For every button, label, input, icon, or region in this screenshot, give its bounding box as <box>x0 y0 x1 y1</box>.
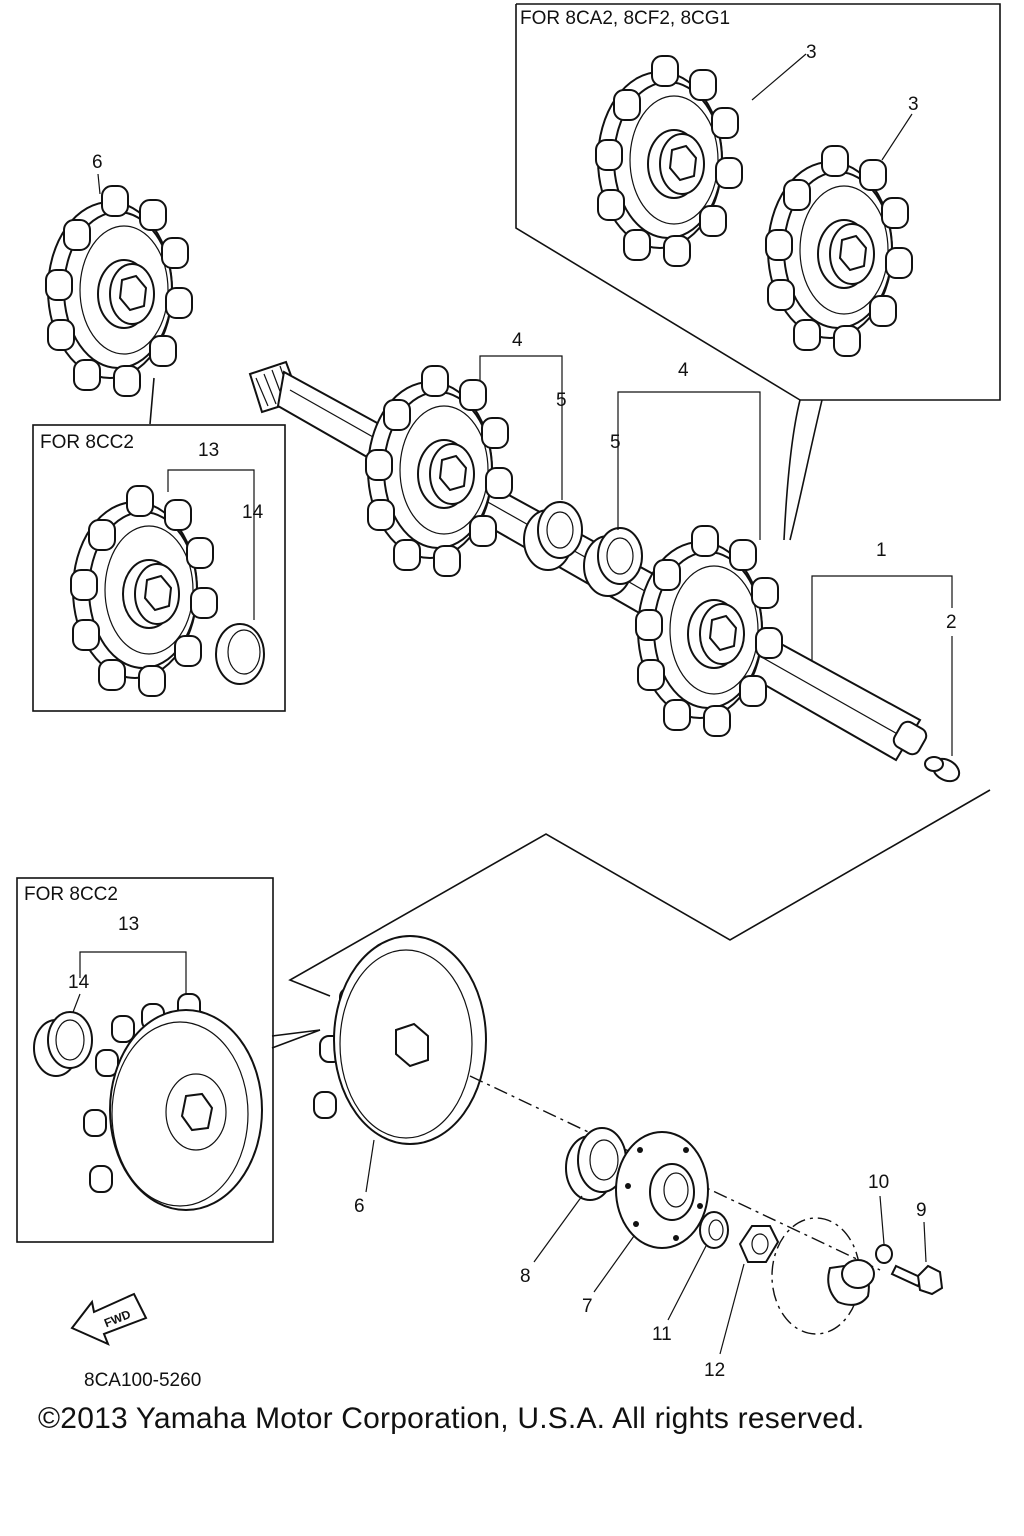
callout-6b: 6 <box>354 1196 365 1217</box>
variant-box-left-bottom: FOR 8CC2 13 14 <box>16 877 321 1243</box>
solid-wheel-13 <box>83 993 263 1211</box>
assembly-guide-outline <box>288 789 991 997</box>
callout-9: 9 <box>916 1200 927 1221</box>
part-11-washer: 11 <box>652 1211 729 1345</box>
callout-14b: 14 <box>68 972 90 993</box>
callout-13b: 13 <box>118 914 139 935</box>
callout-8: 8 <box>520 1266 531 1287</box>
part-2-bolt <box>924 756 961 783</box>
part-8-bearing: 8 <box>520 1127 627 1287</box>
callout-5a: 5 <box>556 390 567 411</box>
part-12-nut: 12 <box>704 1225 780 1381</box>
solid-wheel-6: 6 <box>313 935 881 1271</box>
callout-10: 10 <box>868 1172 889 1193</box>
copyright-notice: ©2013 Yamaha Motor Corporation, U.S.A. A… <box>38 1402 865 1435</box>
sprocket-3b <box>765 145 913 357</box>
callout-7: 7 <box>582 1296 593 1317</box>
part-7-flange: 7 <box>582 1131 709 1317</box>
variant-box-top-right: FOR 8CA2, 8CF2, 8CG1 3 3 <box>515 3 1001 541</box>
box-title-top-right: FOR 8CA2, 8CF2, 8CG1 <box>520 8 730 29</box>
callout-6a: 6 <box>92 152 103 173</box>
callout-4b: 4 <box>678 360 689 381</box>
spacer-5a <box>523 501 583 571</box>
part-10-washer: 10 <box>868 1172 893 1264</box>
variant-box-left-mid: FOR 8CC2 13 14 <box>32 424 286 712</box>
callout-4a: 4 <box>512 330 523 351</box>
callout-12: 12 <box>704 1360 725 1381</box>
callout-11: 11 <box>652 1324 672 1345</box>
box-title-left-bottom: FOR 8CC2 <box>24 884 118 905</box>
sprocket-4b <box>635 525 783 737</box>
sprocket-4a <box>365 365 513 577</box>
callout-13a: 13 <box>198 440 219 461</box>
callout-3a: 3 <box>806 42 817 63</box>
fwd-arrow-icon: FWD <box>70 1292 148 1346</box>
callout-2: 2 <box>946 612 957 633</box>
callout-1: 1 <box>876 540 887 561</box>
callout-3b: 3 <box>908 94 919 115</box>
bearing-housing-reference <box>771 1217 875 1335</box>
box-title-left-mid: FOR 8CC2 <box>40 432 134 453</box>
callout-5b: 5 <box>610 432 621 453</box>
callout-14a: 14 <box>242 502 264 523</box>
spacer-5b <box>583 527 643 597</box>
drawing-code: 8CA100-5260 <box>84 1370 201 1391</box>
part-9-bolt: 9 <box>890 1200 944 1296</box>
sprocket-6-upper: 6 <box>45 152 193 425</box>
drive-shaft-assembly: 4 5 4 5 1 2 <box>248 330 961 783</box>
part-14-sleeve <box>33 1011 93 1077</box>
sprocket-3a <box>595 55 743 267</box>
